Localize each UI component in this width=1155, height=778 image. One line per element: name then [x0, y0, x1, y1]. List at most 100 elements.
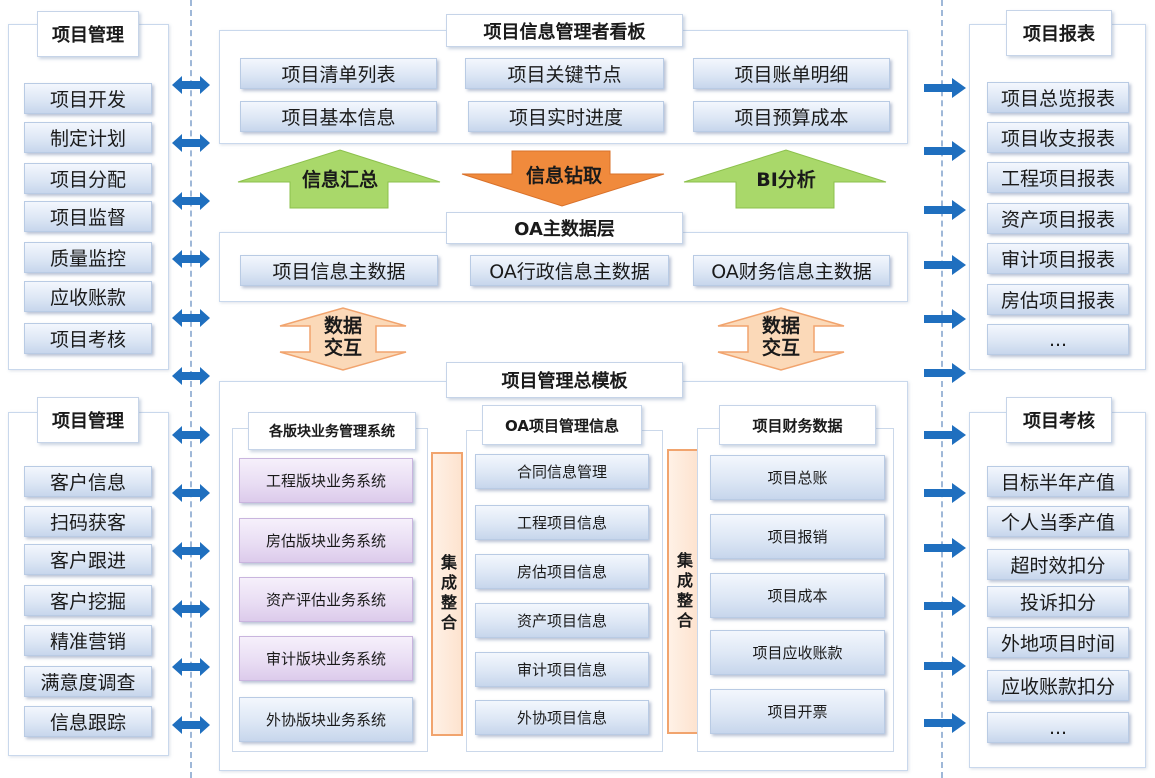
kanban-title: 项目信息管理者看板 [446, 14, 683, 47]
right-top-title: 项目报表 [1006, 10, 1112, 56]
left-bottom-item-4[interactable]: 精准营销 [24, 625, 152, 656]
business-item-4[interactable]: 外协版块业务系统 [239, 697, 413, 742]
kanban-item-2[interactable]: 项目账单明细 [693, 58, 890, 89]
exchange-right-label: 数据交互 [748, 314, 814, 360]
right-top-item-2[interactable]: 工程项目报表 [987, 162, 1129, 193]
exchange-left-arrow [279, 307, 407, 371]
business-item-1[interactable]: 房估版块业务系统 [239, 518, 413, 563]
left-top-item-2[interactable]: 项目分配 [24, 163, 152, 194]
oa-master-title: OA主数据层 [446, 212, 683, 244]
left-top-item-3[interactable]: 项目监督 [24, 201, 152, 232]
exchange-left-line-2: 交互 [323, 337, 362, 359]
finance-title: 项目财务数据 [719, 405, 876, 445]
left-bottom-item-1[interactable]: 扫码获客 [24, 506, 152, 537]
right-top-item-4[interactable]: 审计项目报表 [987, 243, 1129, 274]
left-bottom-item-5[interactable]: 满意度调查 [24, 666, 152, 697]
business-item-2[interactable]: 资产评估业务系统 [239, 577, 413, 622]
exchange-right-arrow [717, 307, 845, 371]
right-arrow-icon [924, 363, 966, 383]
right-arrow-icon [924, 309, 966, 329]
oa-project-item-3[interactable]: 资产项目信息 [475, 603, 649, 638]
kanban-item-0[interactable]: 项目清单列表 [240, 58, 437, 89]
kanban-item-5[interactable]: 项目预算成本 [693, 101, 890, 132]
left-top-panel [8, 24, 169, 370]
left-top-item-1[interactable]: 制定计划 [24, 122, 152, 153]
right-arrows [924, 78, 966, 733]
right-bottom-item-6[interactable]: ... [987, 712, 1129, 743]
right-bottom-item-3[interactable]: 投诉扣分 [987, 586, 1129, 617]
oa-project-title: OA项目管理信息 [482, 405, 642, 445]
integration-right: 集成整合 [667, 449, 699, 734]
oa-master-item-0[interactable]: 项目信息主数据 [240, 255, 438, 286]
double-arrow-icon [172, 192, 210, 210]
right-bottom-item-4[interactable]: 外地项目时间 [987, 627, 1129, 658]
right-arrow-icon [924, 78, 966, 98]
exchange-right-line-2: 交互 [761, 337, 800, 359]
kanban-item-3[interactable]: 项目基本信息 [240, 101, 437, 132]
exchange-right-line-1: 数据 [761, 315, 800, 337]
double-arrow-icon [172, 658, 210, 676]
right-arrow-icon [924, 656, 966, 676]
double-arrow-icon [172, 484, 210, 502]
left-top-item-4[interactable]: 质量监控 [24, 242, 152, 273]
right-top-item-3[interactable]: 资产项目报表 [987, 203, 1129, 234]
double-arrow-icon [172, 426, 210, 444]
bi-up-arrow [683, 149, 887, 209]
left-bottom-item-6[interactable]: 信息跟踪 [24, 706, 152, 737]
summary-label: 信息汇总 [301, 169, 378, 191]
left-top-item-5[interactable]: 应收账款 [24, 281, 152, 312]
left-bottom-item-0[interactable]: 客户信息 [24, 466, 152, 497]
right-top-item-1[interactable]: 项目收支报表 [987, 122, 1129, 153]
right-bottom-title: 项目考核 [1006, 397, 1112, 443]
bi-label: BI分析 [756, 169, 816, 191]
oa-project-item-1[interactable]: 工程项目信息 [475, 505, 649, 540]
finance-item-0[interactable]: 项目总账 [710, 455, 885, 500]
left-bottom-title: 项目管理 [37, 397, 139, 443]
drill-label: 信息钻取 [525, 165, 602, 187]
right-bottom-item-0[interactable]: 目标半年产值 [987, 466, 1129, 497]
oa-master-item-1[interactable]: OA行政信息主数据 [470, 255, 669, 286]
right-arrow-icon [924, 255, 966, 275]
double-arrow-icon [172, 309, 210, 327]
right-top-panel [969, 24, 1146, 370]
oa-project-item-0[interactable]: 合同信息管理 [475, 454, 649, 489]
double-arrow-icon [172, 367, 210, 385]
left-top-item-6[interactable]: 项目考核 [24, 323, 152, 354]
business-item-3[interactable]: 审计版块业务系统 [239, 636, 413, 681]
finance-item-1[interactable]: 项目报销 [710, 514, 885, 559]
left-bottom-panel [8, 412, 169, 756]
double-arrow-icon [172, 250, 210, 268]
right-top-item-6[interactable]: ... [987, 324, 1129, 355]
right-arrow-icon [924, 538, 966, 558]
right-arrow-icon [924, 596, 966, 616]
template-title: 项目管理总模板 [446, 362, 683, 398]
double-arrow-icon [172, 76, 210, 94]
right-bottom-item-5[interactable]: 应收账款扣分 [987, 670, 1129, 701]
right-bottom-item-1[interactable]: 个人当季产值 [987, 506, 1129, 537]
right-top-item-0[interactable]: 项目总览报表 [987, 82, 1129, 113]
double-arrow-icon [172, 542, 210, 560]
right-arrow-icon [924, 425, 966, 445]
integration-left: 集成整合 [431, 452, 463, 736]
business-item-0[interactable]: 工程版块业务系统 [239, 458, 413, 503]
oa-master-item-2[interactable]: OA财务信息主数据 [693, 255, 890, 286]
finance-item-4[interactable]: 项目开票 [710, 689, 885, 734]
oa-project-item-4[interactable]: 审计项目信息 [475, 652, 649, 687]
left-bottom-item-3[interactable]: 客户挖掘 [24, 585, 152, 616]
right-bottom-item-2[interactable]: 超时效扣分 [987, 549, 1129, 580]
left-top-item-0[interactable]: 项目开发 [24, 83, 152, 114]
left-top-title: 项目管理 [37, 11, 139, 57]
right-arrow-icon [924, 713, 966, 733]
left-bottom-item-2[interactable]: 客户跟进 [24, 544, 152, 575]
double-arrow-icon [172, 134, 210, 152]
kanban-item-1[interactable]: 项目关键节点 [465, 58, 664, 89]
right-top-item-5[interactable]: 房估项目报表 [987, 284, 1129, 315]
double-arrow-icon [172, 716, 210, 734]
right-arrow-icon [924, 200, 966, 220]
finance-item-2[interactable]: 项目成本 [710, 573, 885, 618]
kanban-item-4[interactable]: 项目实时进度 [468, 101, 664, 132]
oa-project-item-5[interactable]: 外协项目信息 [475, 700, 649, 735]
oa-project-item-2[interactable]: 房估项目信息 [475, 554, 649, 589]
finance-item-3[interactable]: 项目应收账款 [710, 630, 885, 675]
exchange-left-label: 数据交互 [310, 314, 376, 360]
